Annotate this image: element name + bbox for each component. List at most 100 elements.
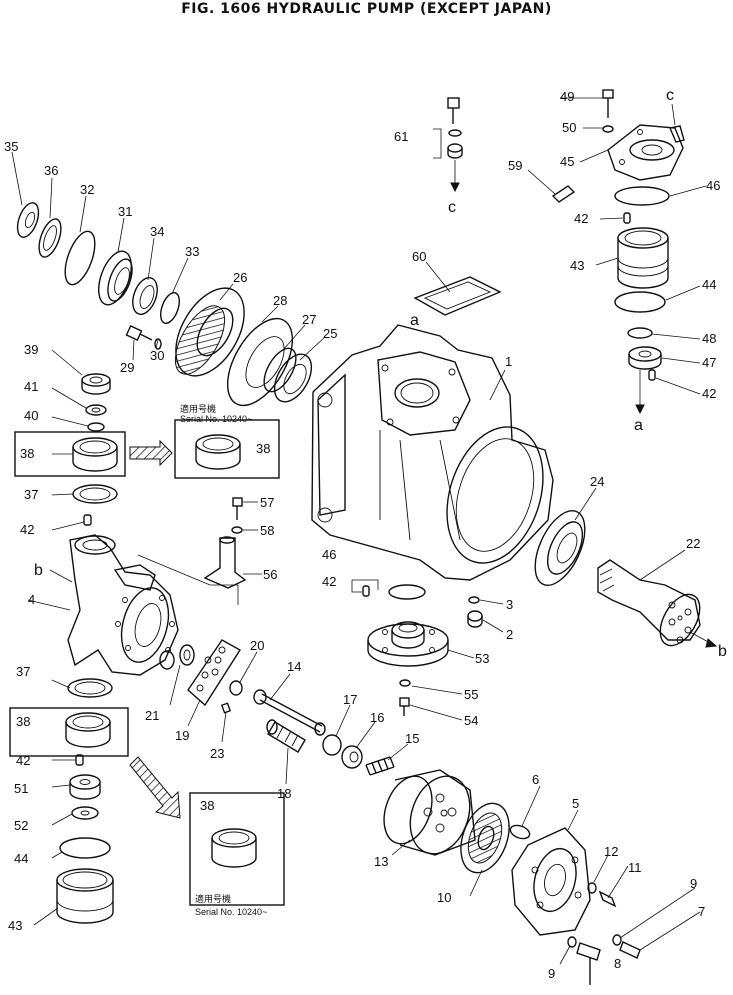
label-58: 58 (260, 523, 274, 538)
label-12: 12 (604, 844, 618, 859)
arrow-right-icon (129, 439, 173, 467)
label-27: 27 (302, 312, 316, 327)
label-50: 50 (562, 120, 576, 135)
label-47: 47 (702, 355, 716, 370)
serial-text-2: Serial No. 10240~ (195, 907, 267, 917)
ref-c-right: c (666, 87, 674, 104)
figure-title: FIG. 1606 HYDRAULIC PUMP (EXCEPT JAPAN) (181, 1, 552, 17)
serial-note-right (174, 419, 280, 479)
label-26: 26 (233, 270, 247, 285)
label-43b: 43 (570, 258, 584, 273)
label-42c: 42 (322, 574, 336, 589)
leader-lines (11, 97, 707, 965)
main-housing (311, 324, 554, 581)
label-49: 49 (560, 89, 574, 104)
ref-c-top: c (448, 199, 456, 216)
serial-note-texts: 適用号機 Serial No. 10240~ 適用号機 Serial No. 1… (180, 403, 267, 917)
label-54: 54 (464, 713, 478, 728)
label-61: 61 (394, 129, 408, 144)
middle-parts (137, 497, 641, 985)
label-30: 30 (150, 348, 164, 363)
label-18: 18 (277, 786, 291, 801)
label-56: 56 (263, 567, 277, 582)
label-38d: 38 (200, 798, 214, 813)
label-52: 52 (14, 818, 28, 833)
serial-text-1: Serial No. 10240~ (180, 414, 252, 424)
arrow-b-icon (705, 638, 718, 648)
label-40: 40 (24, 408, 38, 423)
label-5: 5 (572, 796, 579, 811)
label-42: 42 (20, 522, 34, 537)
label-8: 8 (614, 956, 621, 971)
lower-left-parts (9, 678, 129, 924)
top-center-parts (433, 97, 463, 193)
label-31: 31 (118, 204, 132, 219)
label-38b: 38 (16, 714, 30, 729)
label-59: 59 (508, 158, 522, 173)
label-13: 13 (374, 854, 388, 869)
label-44: 44 (14, 851, 28, 866)
ref-a-right: a (634, 417, 643, 434)
serial-kanji-2: 適用号機 (195, 893, 231, 904)
label-37b: 37 (16, 664, 30, 679)
left-top-parts (16, 202, 313, 407)
label-46b: 46 (706, 178, 720, 193)
label-6: 6 (532, 772, 539, 787)
label-19: 19 (175, 728, 189, 743)
serial-note-bottom (189, 792, 285, 906)
label-42e: 42 (702, 386, 716, 401)
label-25: 25 (323, 326, 337, 341)
label-33: 33 (185, 244, 199, 259)
label-53: 53 (475, 651, 489, 666)
label-34: 34 (150, 224, 164, 239)
label-39: 39 (24, 342, 38, 357)
label-10: 10 (437, 890, 451, 905)
label-9b: 9 (548, 966, 555, 981)
label-43: 43 (8, 918, 22, 933)
label-45: 45 (560, 154, 574, 169)
label-57: 57 (260, 495, 274, 510)
label-51: 51 (14, 781, 28, 796)
label-3: 3 (506, 597, 513, 612)
ref-b-right: b (718, 643, 727, 660)
arrow-down-right-icon (129, 756, 181, 819)
label-38: 38 (20, 446, 34, 461)
label-23: 23 (210, 746, 224, 761)
label-2: 2 (506, 627, 513, 642)
label-11: 11 (628, 860, 642, 875)
label-38c: 38 (256, 441, 270, 456)
label-42d: 42 (574, 211, 588, 226)
label-44b: 44 (702, 277, 716, 292)
label-60: 60 (412, 249, 426, 264)
label-1: 1 (505, 354, 512, 369)
label-42b: 42 (16, 753, 30, 768)
label-29: 29 (120, 360, 134, 375)
label-22: 22 (686, 536, 700, 551)
label-15: 15 (405, 731, 419, 746)
label-36: 36 (44, 163, 58, 178)
label-9: 9 (690, 876, 697, 891)
label-14: 14 (287, 659, 301, 674)
gasket-60 (413, 276, 502, 316)
top-right-parts (551, 89, 685, 415)
ref-b-left: b (34, 562, 43, 579)
label-7: 7 (698, 904, 705, 919)
label-21: 21 (145, 708, 159, 723)
label-55: 55 (464, 687, 478, 702)
left-column-parts (14, 373, 179, 676)
label-37: 37 (24, 487, 38, 502)
ref-a-top: a (410, 312, 419, 329)
label-20: 20 (250, 638, 264, 653)
label-35: 35 (4, 139, 18, 154)
label-41: 41 (24, 379, 38, 394)
label-48: 48 (702, 331, 716, 346)
part-labels: 35 36 32 31 34 33 26 28 27 25 29 30 39 4… (4, 87, 727, 981)
right-middle-parts (351, 510, 701, 716)
serial-kanji-1: 適用号機 (180, 403, 216, 414)
label-46: 46 (322, 547, 336, 562)
label-32: 32 (80, 182, 94, 197)
label-28: 28 (273, 293, 287, 308)
label-17: 17 (343, 692, 357, 707)
label-4: 4 (28, 592, 35, 607)
